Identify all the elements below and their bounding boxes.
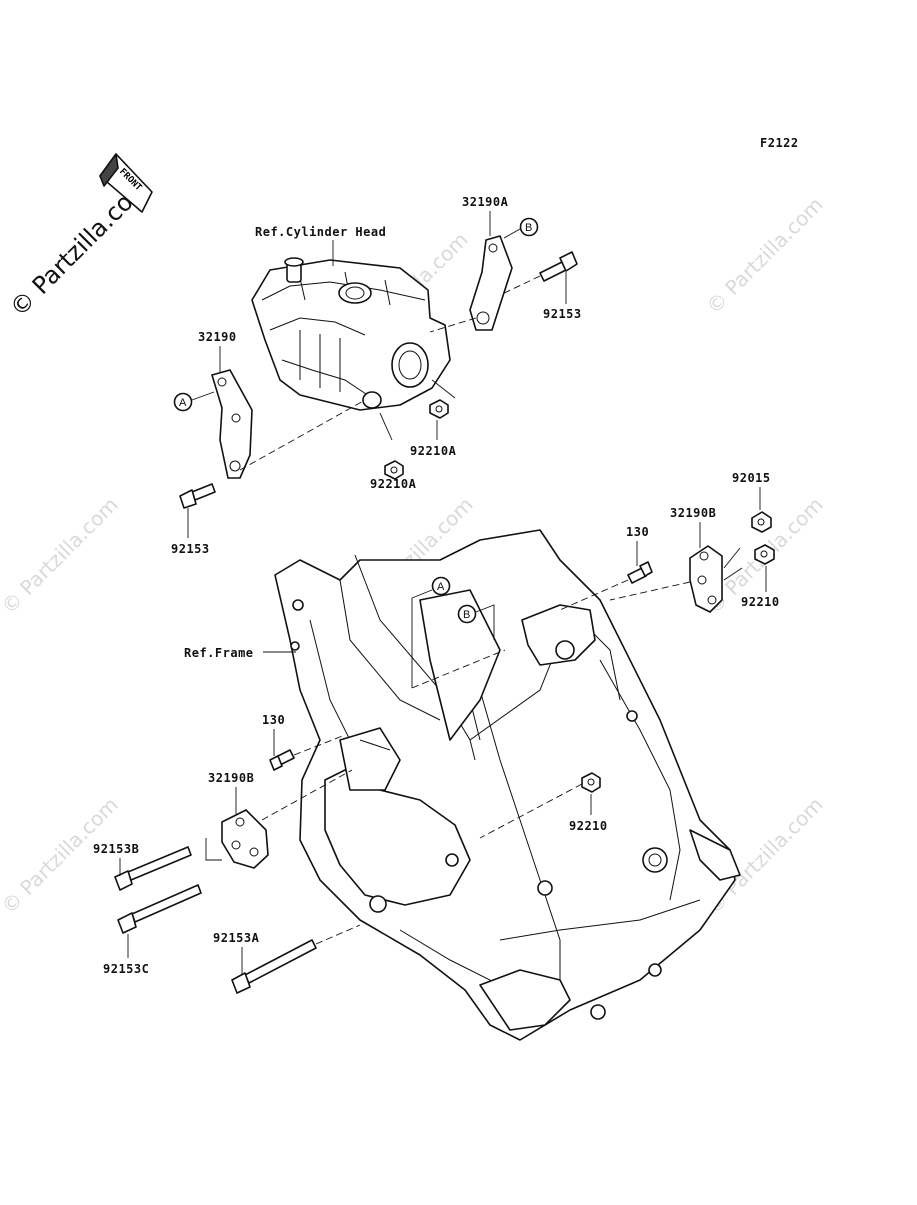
callout-b-mid [457, 604, 477, 624]
bracket-32190b-left-hole-3 [249, 847, 259, 857]
leader-32190b-nut-1 [723, 547, 741, 569]
bolt-92153-left[interactable] [179, 483, 216, 509]
nut-92210a-left[interactable] [384, 460, 404, 480]
nut-92210-center[interactable] [581, 772, 601, 793]
leader-92210a-right-2 [431, 379, 456, 399]
nut-92210-top[interactable] [754, 544, 775, 565]
label-92153c[interactable]: 92153C [103, 962, 149, 976]
dash-32190b-top [609, 581, 691, 601]
callout-a-mid-letter: A [437, 581, 445, 593]
label-92210-top[interactable]: 92210 [741, 595, 780, 609]
bolt-130-left[interactable] [269, 749, 295, 771]
callout-b-top-letter: B [525, 222, 532, 234]
cylinder-head-drawing [251, 257, 451, 411]
dash-92153a [315, 924, 361, 945]
bracket-32190[interactable] [211, 369, 253, 479]
bracket-32190a-hole-bottom [476, 311, 490, 325]
nut-92015[interactable] [751, 511, 772, 533]
watermark-3: © Partzilla.com [0, 492, 123, 618]
bolt-130-top[interactable] [627, 561, 653, 584]
label-32190[interactable]: 32190 [198, 330, 237, 344]
bracket-32190b-left-hole-1 [235, 817, 245, 827]
ref-cylinder-head-label: Ref.Cylinder Head [255, 225, 386, 239]
bracket-32190-hole-3 [229, 460, 241, 472]
leader-92153b-to-bracket [205, 838, 222, 861]
label-92015[interactable]: 92015 [732, 471, 771, 485]
dash-130-left [293, 734, 346, 756]
label-92153-top[interactable]: 92153 [543, 307, 582, 321]
dash-92210-center [479, 783, 583, 839]
label-92210-center[interactable]: 92210 [569, 819, 608, 833]
dash-a-to-frame [411, 649, 506, 689]
callout-b-mid-letter: B [463, 609, 470, 621]
bolt-92153b[interactable] [114, 846, 192, 891]
bracket-32190a[interactable] [469, 235, 513, 331]
label-130-top[interactable]: 130 [626, 525, 649, 539]
diagram-code: F2122 [760, 136, 799, 150]
dash-130-top [559, 579, 629, 611]
dash-92153-top [499, 275, 541, 296]
bracket-32190b-left[interactable] [221, 809, 269, 869]
bracket-32190b-top-hole-1 [699, 551, 709, 561]
dash-32190a-to-head [429, 317, 477, 333]
leader-92210a-left [379, 412, 393, 441]
callout-b-mid-leader [475, 604, 495, 640]
label-32190a[interactable]: 32190A [462, 195, 509, 209]
label-32190b-left[interactable]: 32190B [208, 771, 254, 785]
dash-32190b-left [261, 769, 353, 821]
ref-frame-label: Ref.Frame [184, 646, 254, 660]
callout-a-left-letter: A [179, 397, 187, 409]
callout-b-top [519, 217, 539, 237]
label-92210a-right[interactable]: 92210A [410, 444, 457, 458]
bolt-92153c[interactable] [117, 884, 202, 934]
callout-a-mid [431, 576, 451, 596]
callout-a-left-leader [191, 391, 215, 401]
bracket-32190-hole-1 [217, 377, 227, 387]
callout-a-left [173, 392, 193, 412]
watermark-2: © Partzilla.com [702, 192, 828, 318]
label-92153a[interactable]: 92153A [213, 931, 260, 945]
bracket-32190a-hole-top [488, 243, 498, 253]
callout-a-mid-leader [411, 589, 433, 688]
label-32190b-top[interactable]: 32190B [670, 506, 716, 520]
label-92210a-left[interactable]: 92210A [370, 477, 417, 491]
dash-32190-to-head [239, 399, 366, 471]
nut-92210a-right[interactable] [429, 399, 449, 419]
bolt-92153-top[interactable] [539, 251, 578, 282]
label-130-left[interactable]: 130 [262, 713, 285, 727]
label-92153-left[interactable]: 92153 [171, 542, 210, 556]
bolt-92153a[interactable] [231, 939, 317, 994]
front-arrow-icon: FRONT [99, 153, 153, 213]
bracket-32190b-top-hole-3 [707, 595, 717, 605]
bracket-32190b-top-hole-2 [697, 575, 707, 585]
leader-32190b-nut-2 [723, 567, 743, 581]
callout-b-top-leader [503, 228, 521, 239]
bracket-32190-hole-2 [231, 413, 241, 423]
frame-drawing [274, 529, 741, 1041]
label-92153b[interactable]: 92153B [93, 842, 139, 856]
bracket-32190b-left-hole-2 [231, 840, 241, 850]
